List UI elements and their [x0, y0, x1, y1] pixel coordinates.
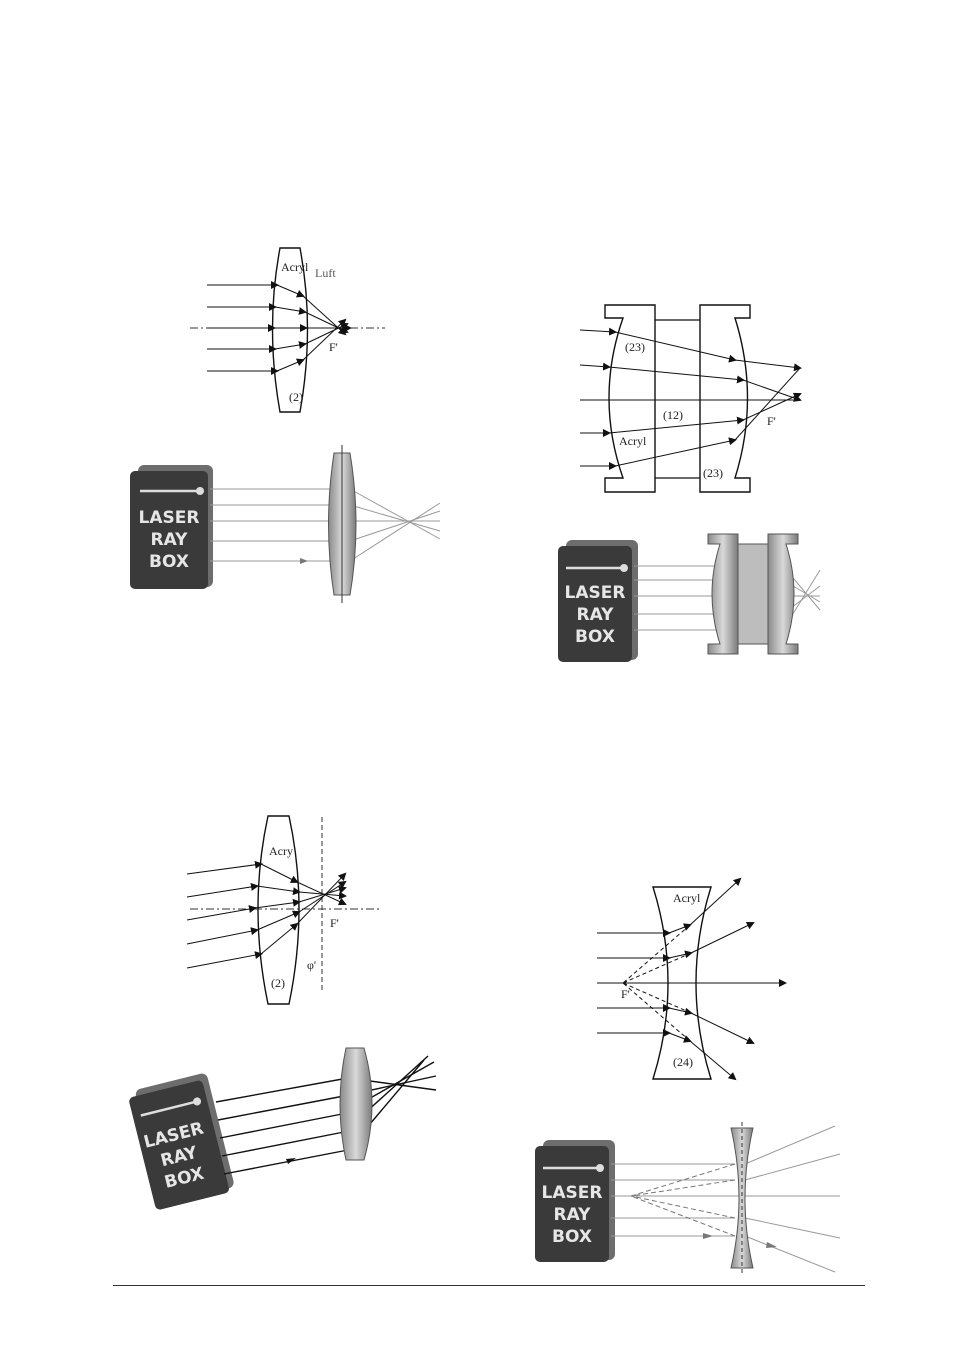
focus-label: F': [621, 987, 630, 1002]
incoming-rays: [207, 285, 350, 371]
material-label: Acry: [269, 844, 293, 859]
lens-id-bottom-label: (23): [703, 466, 723, 481]
convex-lens-diagram: Acryl Luft F' (2): [185, 240, 385, 420]
spacer-id-label: (12): [663, 408, 683, 423]
concave-lens-svg: [595, 875, 795, 1085]
angle-label: φ': [307, 958, 316, 973]
oblique-convex-diagram: Acry F' φ' (2): [185, 812, 385, 1012]
lens-id-top-label: (23): [625, 340, 645, 355]
lens-system-diagram: (23) (12) Acryl (23) F': [575, 300, 815, 500]
oblique-convex-svg: [185, 812, 385, 1012]
lens-system-svg: [575, 300, 815, 500]
focus-label: F': [329, 340, 338, 355]
footer-rule: [113, 1285, 865, 1286]
material-label: Acryl: [619, 434, 646, 449]
system-rays: [580, 330, 800, 466]
lens-id-label: (2): [289, 390, 303, 405]
lens-id-label: (2): [271, 976, 285, 991]
concave-lens-diagram: Acryl F' (24): [595, 875, 795, 1085]
lens-id-label: (24): [673, 1055, 693, 1070]
focus-label: F': [767, 414, 776, 429]
medium-label: Luft: [315, 266, 336, 281]
material-label: Acryl: [281, 260, 308, 275]
material-label: Acryl: [673, 891, 700, 906]
focus-label: F': [330, 916, 339, 931]
